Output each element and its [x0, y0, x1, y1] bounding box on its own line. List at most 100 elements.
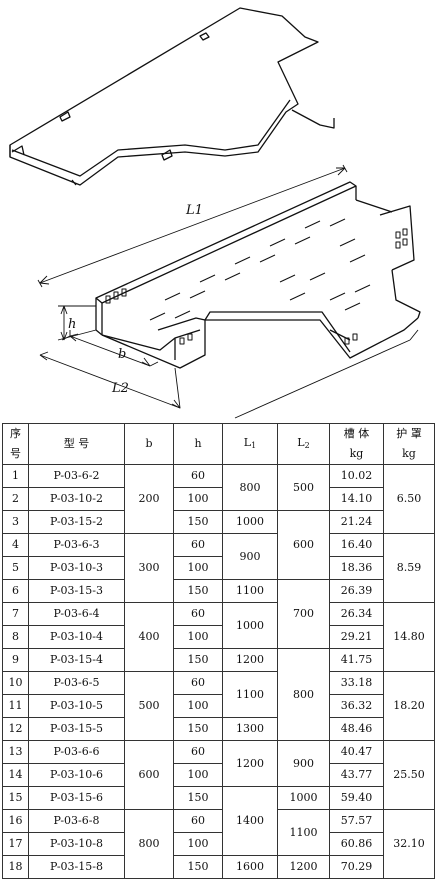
cell-no: 14: [2, 763, 29, 787]
cell-model: P-03-15-6: [28, 786, 125, 810]
cell-trough-weight: 26.39: [329, 579, 384, 603]
cell-model: P-03-10-8: [28, 832, 125, 856]
cell-L1: 1300: [222, 717, 278, 741]
cell-no: 15: [2, 786, 29, 810]
cell-h: 100: [173, 556, 223, 580]
cell-L2: 800: [277, 648, 330, 741]
cell-no: 12: [2, 717, 29, 741]
cell-b: 800: [124, 809, 174, 879]
cell-h: 150: [173, 717, 223, 741]
tray-outline: [95, 181, 421, 369]
cell-trough-weight: 36.32: [329, 694, 384, 718]
cell-trough-weight: 60.86: [329, 832, 384, 856]
cell-h: 60: [173, 464, 223, 488]
cell-no: 8: [2, 625, 29, 649]
cell-cover-weight: 14.80: [383, 602, 435, 672]
cell-no: 1: [2, 464, 29, 488]
cell-cover-weight: 8.59: [383, 533, 435, 603]
cell-h: 150: [173, 510, 223, 534]
cell-no: 5: [2, 556, 29, 580]
cell-L2: 1000: [277, 786, 330, 810]
cell-model: P-03-10-2: [28, 487, 125, 511]
cell-trough-weight: 41.75: [329, 648, 384, 672]
cell-L2: 900: [277, 740, 330, 787]
cell-trough-weight: 59.40: [329, 786, 384, 810]
cell-h: 60: [173, 671, 223, 695]
cell-trough-weight: 26.34: [329, 602, 384, 626]
cell-model: P-03-10-5: [28, 694, 125, 718]
cell-no: 10: [2, 671, 29, 695]
cell-b: 400: [124, 602, 174, 672]
cell-model: P-03-10-4: [28, 625, 125, 649]
cell-L2: 700: [277, 579, 330, 649]
cell-model: P-03-15-8: [28, 855, 125, 879]
cell-L1: 1400: [222, 786, 278, 856]
cell-no: 13: [2, 740, 29, 764]
dim-label-L2: L2: [111, 381, 129, 396]
cell-L1: 800: [222, 464, 278, 511]
cell-no: 9: [2, 648, 29, 672]
cell-cover-weight: 25.50: [383, 740, 435, 810]
cell-model: P-03-15-3: [28, 579, 125, 603]
cell-model: P-03-15-5: [28, 717, 125, 741]
cell-no: 4: [2, 533, 29, 557]
cell-h: 60: [173, 740, 223, 764]
cell-h: 150: [173, 579, 223, 603]
cell-model: P-03-15-4: [28, 648, 125, 672]
cell-cover-weight: 32.10: [383, 809, 435, 879]
cell-model: P-03-10-6: [28, 763, 125, 787]
cell-no: 18: [2, 855, 29, 879]
cell-L1: 1200: [222, 648, 278, 672]
cover-outline: [9, 7, 335, 186]
cell-h: 60: [173, 533, 223, 557]
cell-h: 150: [173, 855, 223, 879]
cell-L2: 1100: [277, 809, 330, 856]
tee-tray-drawing: L1 L2 h b: [9, 7, 421, 419]
cell-model: P-03-6-8: [28, 809, 125, 833]
cell-h: 100: [173, 487, 223, 511]
cell-L1: 1000: [222, 602, 278, 649]
cell-model: P-03-15-2: [28, 510, 125, 534]
cell-h: 100: [173, 832, 223, 856]
dim-label-b: b: [118, 347, 126, 362]
cell-h: 150: [173, 786, 223, 810]
cell-no: 11: [2, 694, 29, 718]
cell-model: P-03-6-5: [28, 671, 125, 695]
cell-model: P-03-6-6: [28, 740, 125, 764]
header-L2: L2: [277, 423, 330, 465]
cell-h: 100: [173, 763, 223, 787]
cell-b: 300: [124, 533, 174, 603]
cell-L2: 1200: [277, 855, 330, 879]
cell-L1: 1200: [222, 740, 278, 787]
header-no: 序号: [2, 423, 29, 465]
cell-no: 17: [2, 832, 29, 856]
cell-cover-weight: 6.50: [383, 464, 435, 534]
cell-L1: 1000: [222, 510, 278, 534]
cell-model: P-03-6-3: [28, 533, 125, 557]
cell-no: 7: [2, 602, 29, 626]
cell-trough-weight: 21.24: [329, 510, 384, 534]
header-L1: L1: [222, 423, 278, 465]
header-b: b: [124, 423, 174, 465]
cell-b: 600: [124, 740, 174, 810]
cell-h: 60: [173, 809, 223, 833]
cell-trough-weight: 40.47: [329, 740, 384, 764]
cell-L2: 600: [277, 510, 330, 580]
